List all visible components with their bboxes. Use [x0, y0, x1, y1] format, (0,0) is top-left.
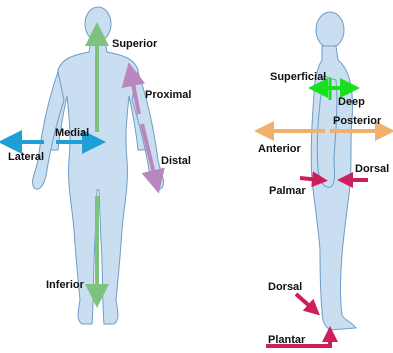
side-head: [316, 12, 344, 48]
label-dorsal-hand: Dorsal: [355, 163, 389, 175]
label-proximal: Proximal: [145, 89, 191, 101]
dorsal-foot-arrow: [296, 294, 314, 310]
label-lateral: Lateral: [8, 151, 44, 163]
label-posterior: Posterior: [333, 115, 382, 127]
label-deep: Deep: [338, 96, 365, 108]
label-plantar: Plantar: [268, 334, 306, 346]
label-dorsal-foot: Dorsal: [268, 281, 302, 293]
label-superficial: Superficial: [270, 71, 326, 83]
label-palmar: Palmar: [269, 185, 306, 197]
label-superior: Superior: [112, 38, 158, 50]
palmar-arrow: [300, 178, 320, 180]
label-distal: Distal: [161, 155, 191, 167]
label-anterior: Anterior: [258, 143, 302, 155]
label-medial: Medial: [55, 127, 89, 139]
side-body-figure: [311, 12, 356, 330]
label-inferior: Inferior: [46, 279, 85, 291]
